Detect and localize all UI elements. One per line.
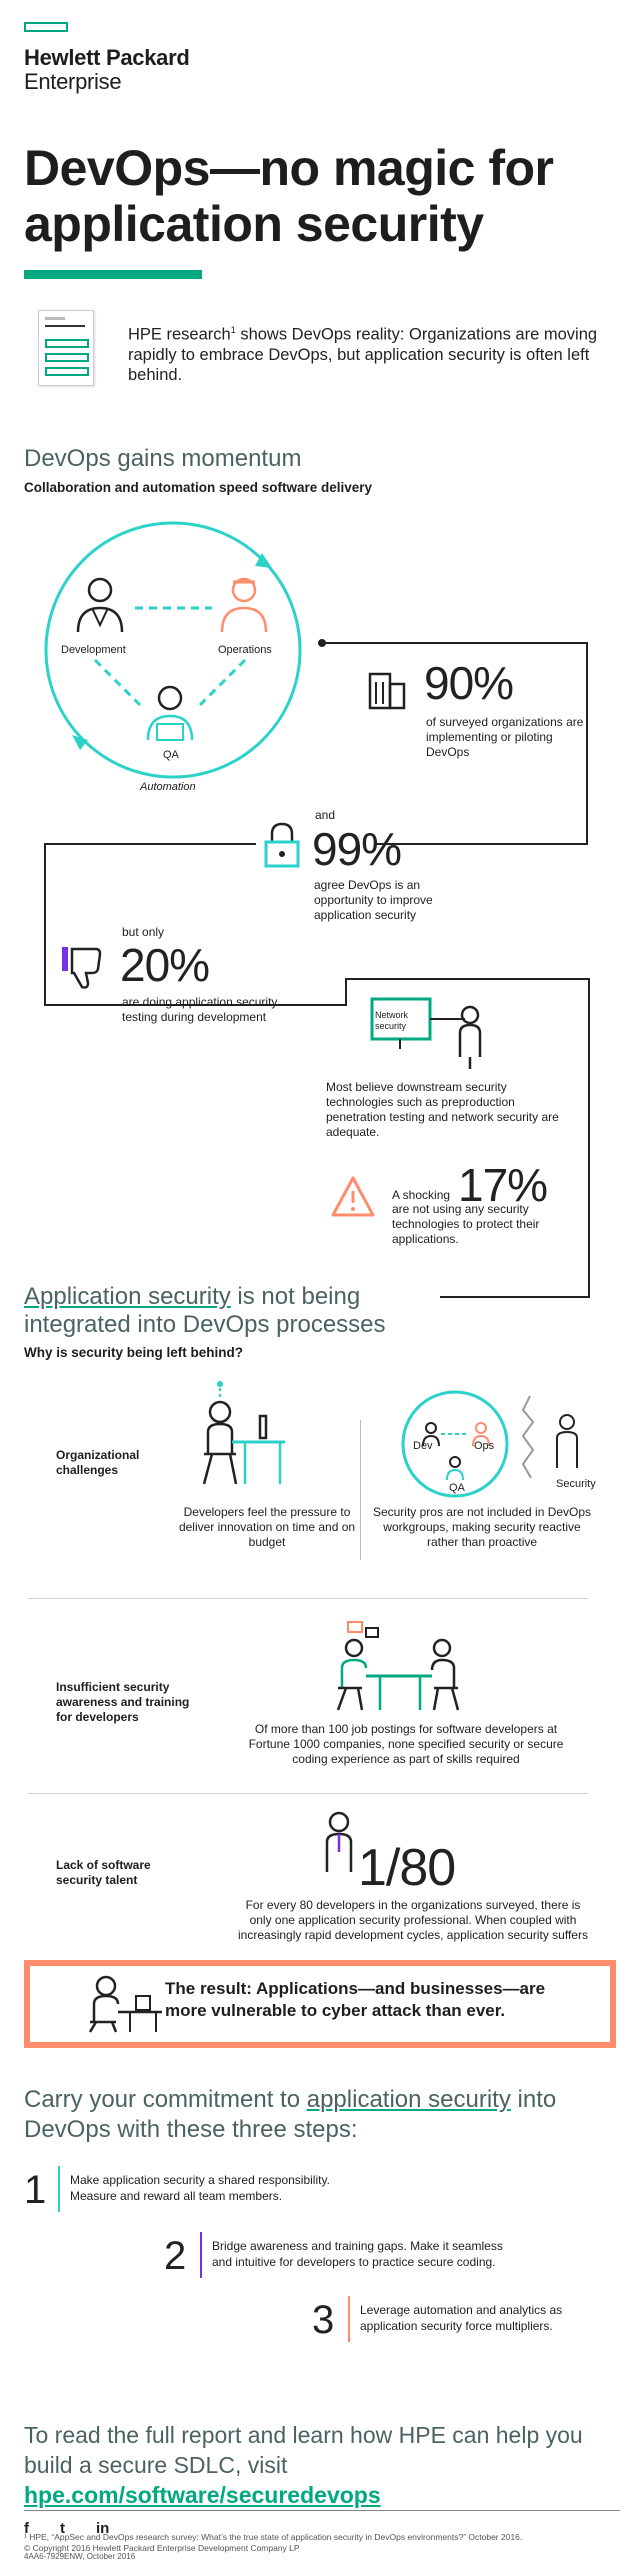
qa-label: QA [449,1482,465,1494]
dev-label: Dev [413,1440,433,1452]
step-3-text: Leverage automation and analytics as app… [360,2303,563,2333]
linkedin-icon[interactable]: in [96,2520,110,2537]
section-heading-momentum: DevOps gains momentum [24,445,302,472]
warning-icon [331,1176,375,1217]
stat-20-text: are doing application security testing d… [122,995,278,1024]
step-1-bar [58,2166,60,2212]
hacker-illustration [88,1975,162,2033]
developer-at-desk-illustration [202,1381,285,1485]
twitter-icon[interactable]: t [60,2520,65,2537]
meeting-illustration [336,1621,460,1711]
ops-label: Ops [474,1440,495,1452]
brand-name-line2: Enterprise [24,69,122,94]
row-label-talent: Lack of software security talent [56,1858,151,1887]
section-subheading-integration: Why is security being left behind? [24,1345,244,1360]
security-label: Security [556,1478,596,1490]
stat-99-prefix: and [315,808,336,822]
page-title: DevOps—no magic for application security [24,140,554,252]
result-callout [24,1960,616,2048]
role-development: Development [61,644,126,656]
step-2-number: 2 [164,2234,187,2278]
result-text: The result: Applications—and businesses—… [165,1979,546,2020]
step-1-number: 1 [24,2168,47,2212]
title-underline [24,270,202,279]
stat-99-value: 99% [312,823,402,875]
facebook-icon[interactable]: f [24,2520,29,2537]
stat-20-prefix: but only [122,925,165,939]
stat-17-value: 17% [458,1159,548,1211]
section-heading-integration: Application security is not being integr… [24,1283,386,1338]
operations-icon [220,577,268,633]
report-link[interactable]: hpe.com/software/securedevops [24,2482,381,2508]
step-1-text: Make application security a shared respo… [70,2173,330,2203]
stat-90-text: of surveyed organizations are implementi… [426,715,584,759]
row3-text: For every 80 developers in the organizat… [238,1898,588,1942]
row-label-organizational: Organizational challenges [56,1448,140,1477]
thumbs-down-icon [62,947,102,989]
downstream-text: Most believe downstream security technol… [326,1080,559,1139]
role-qa: QA [163,749,179,761]
security-pro-icon [325,1811,353,1872]
row1-left-text: Developers feel the pressure to deliver … [178,1505,356,1549]
copyright: © Copyright 2016 Hewlett Packard Enterpr… [24,2543,300,2553]
brand-name-line1: Hewlett Packard [24,45,190,70]
devops-cycle-diagram [44,521,302,779]
talent-ratio: 1/80 [358,1839,456,1897]
developer-icon [76,577,124,633]
role-automation: Automation [140,781,196,793]
stat-90-value: 90% [424,657,514,709]
network-security-label: Network security [375,1010,409,1031]
logo-mark [24,22,68,32]
role-operations: Operations [218,644,272,656]
report-thumbnail[interactable] [38,310,94,386]
steps-heading: Carry your commitment to application sec… [24,2086,557,2143]
step-3-bar [348,2296,350,2342]
row-label-training: Insufficient security awareness and trai… [56,1680,190,1724]
step-2-bar [200,2232,202,2278]
building-icon [368,672,406,710]
stat-99-text: agree DevOps is an opportunity to improv… [314,878,433,922]
stat-17-text: are not using any security technologies … [392,1202,540,1246]
stat-20-value: 20% [120,939,210,991]
lock-icon [264,822,300,868]
step-2-text: Bridge awareness and training gaps. Make… [212,2239,503,2269]
devops-security-illustration [401,1390,578,1498]
section-subheading-momentum: Collaboration and automation speed softw… [24,480,373,495]
final-cta: To read the full report and learn how HP… [24,2422,583,2508]
qa-icon [146,685,194,741]
network-security-illustration [370,997,482,1069]
intro-text: HPE research1 shows DevOps reality: Orga… [128,325,598,384]
row1-right-text: Security pros are not included in DevOps… [372,1505,592,1549]
stat-17-prefix: A shocking [392,1188,451,1202]
footnote: ¹ HPE, “AppSec and DevOps research surve… [24,2532,523,2542]
document-id: 4AA6-7929ENW, October 2016 [24,2552,136,2560]
step-3-number: 3 [312,2298,335,2342]
row2-text: Of more than 100 job postings for softwa… [248,1722,564,1766]
